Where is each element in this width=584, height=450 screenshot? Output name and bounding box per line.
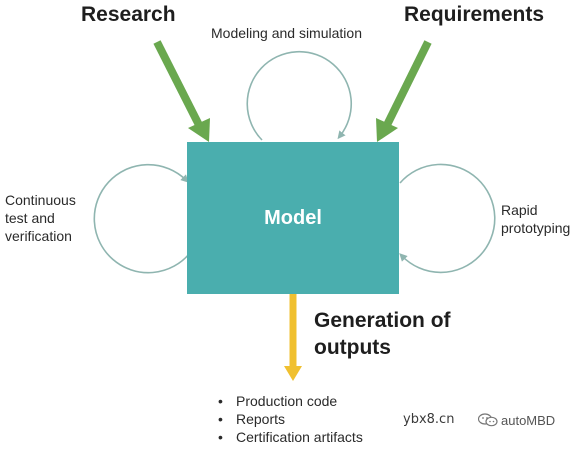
rapid-line-2: prototyping [501,220,571,236]
generation-label: Generation of outputs [314,307,451,361]
list-item: •Certification artifacts [218,429,363,445]
brand-watermark: autoMBD [478,413,555,428]
model-label: Model [264,206,322,229]
continuous-label: Continuous test and verification [5,191,76,245]
research-label: Research [81,3,176,26]
model-box: Model [187,142,399,294]
research-arrow-icon [153,40,210,142]
continuous-line-3: verification [5,228,72,244]
list-item: •Production code [218,393,338,409]
output-item-text: Reports [236,411,286,427]
generation-line-2: outputs [314,336,391,359]
continuous-loop-icon [93,163,191,274]
watermark-text: ybx8.cn [403,412,455,427]
rapid-label: Rapid prototyping [501,201,570,237]
continuous-line-2: test and [5,210,55,226]
outputs-list: •Production code •Reports •Certification… [218,392,363,446]
requirements-label: Requirements [404,3,545,26]
requirements-arrow-icon [376,40,432,142]
generation-line-1: Generation of [314,309,451,332]
list-item: •Reports [218,411,286,427]
continuous-line-1: Continuous [5,192,76,208]
wechat-icon [478,413,498,427]
rapid-line-1: Rapid [501,202,538,218]
modeling-loop-icon [246,50,353,141]
brand-label: autoMBD [501,413,556,428]
output-arrow-icon [284,294,302,381]
output-item-text: Certification artifacts [236,429,363,445]
modeling-label: Modeling and simulation [211,25,362,41]
rapid-loop-icon [399,163,496,274]
output-item-text: Production code [236,393,338,409]
